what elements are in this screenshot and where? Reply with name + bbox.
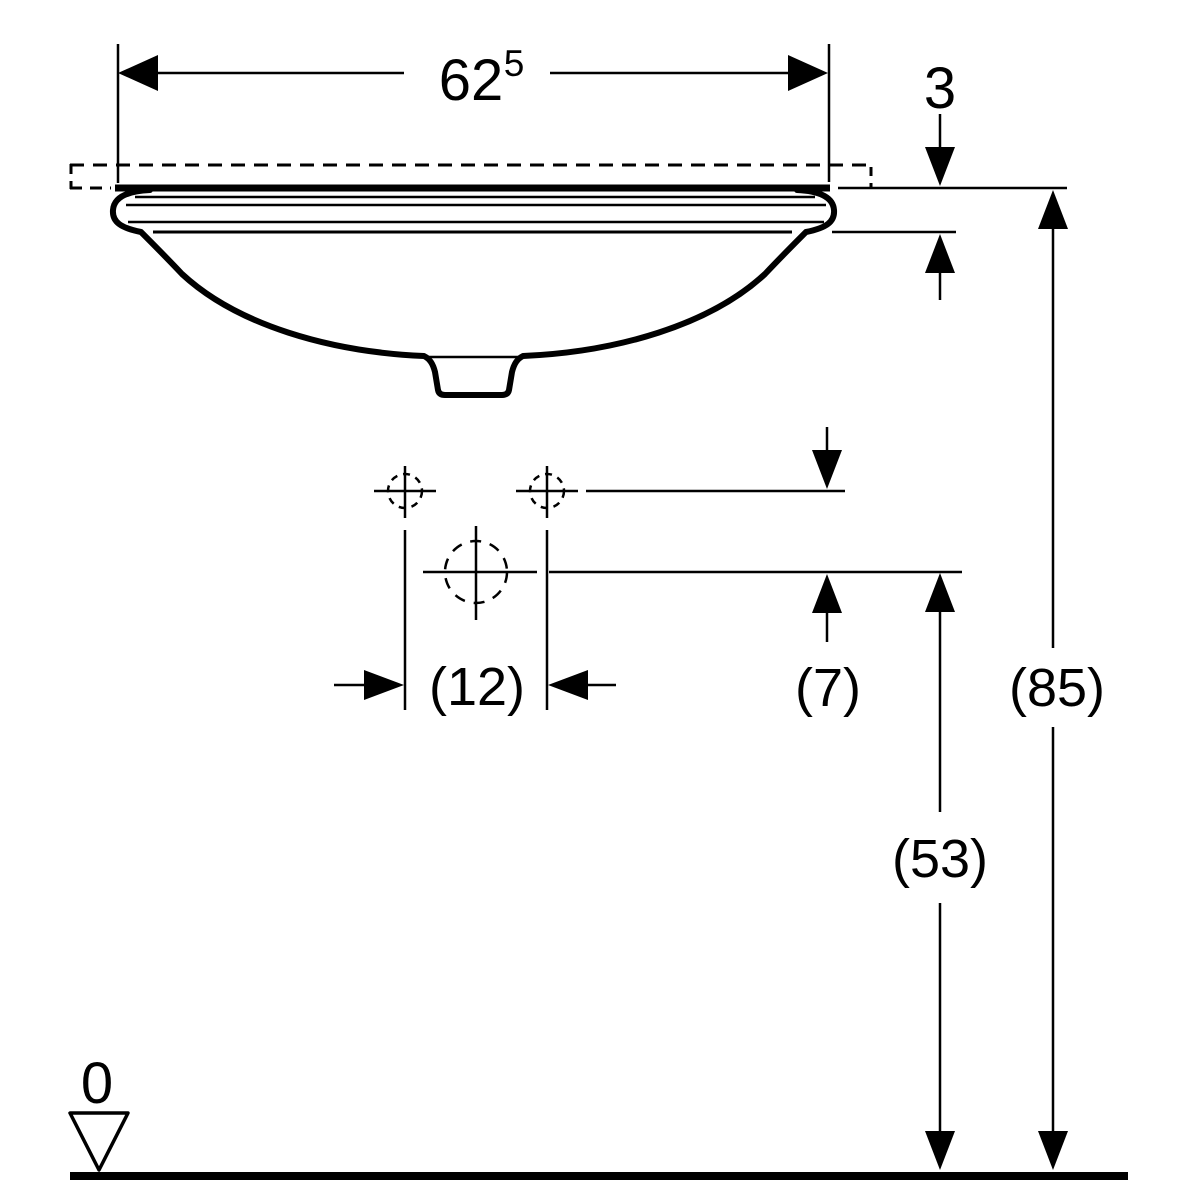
thickness-arrowhead-down xyxy=(925,147,955,186)
width-arrowhead-right xyxy=(788,55,828,91)
tap-hole-marker-left xyxy=(374,466,436,710)
offset-arrowhead-up xyxy=(812,574,842,613)
overall-height-arrowhead-top xyxy=(1038,190,1068,229)
dimension-offset: (7) xyxy=(549,427,962,718)
overall-height-arrowhead-bottom xyxy=(1038,1131,1068,1170)
width-arrowhead-left xyxy=(118,55,158,91)
tap-spacing-arrowhead-right xyxy=(548,670,588,700)
dimension-width: 62 5 xyxy=(116,43,831,183)
drain-height-arrowhead-top xyxy=(925,573,955,612)
drain-hole-marker xyxy=(423,526,537,620)
dimension-overall-height: (85) xyxy=(1009,190,1105,1170)
dimension-drain-height: (53) xyxy=(892,573,988,1170)
width-value-label: 62 xyxy=(439,48,504,113)
tap-spacing-value-label: (12) xyxy=(429,657,525,717)
drain-height-value-label: (53) xyxy=(892,829,988,889)
tap-spacing-arrowhead-left xyxy=(364,670,404,700)
dimension-thickness: 3 xyxy=(832,56,1067,300)
tap-hole-marker-right xyxy=(516,466,578,710)
offset-value-label: (7) xyxy=(795,658,861,718)
thickness-value-label: 3 xyxy=(924,56,956,121)
countertop-dashed-outline xyxy=(69,163,873,190)
datum-ground: 0 xyxy=(68,1051,1128,1180)
washbasin-outline xyxy=(109,184,838,398)
dimension-tap-spacing: (12) xyxy=(334,657,616,717)
drain-height-arrowhead-bottom xyxy=(925,1131,955,1170)
basin-bowl-outline xyxy=(109,187,838,398)
offset-arrowhead-down xyxy=(812,450,842,489)
width-superscript-label: 5 xyxy=(504,43,525,84)
datum-zero-label: 0 xyxy=(81,1051,113,1116)
overall-height-value-label: (85) xyxy=(1009,658,1105,718)
datum-triangle-icon xyxy=(68,1111,130,1172)
thickness-arrowhead-up xyxy=(925,234,955,273)
